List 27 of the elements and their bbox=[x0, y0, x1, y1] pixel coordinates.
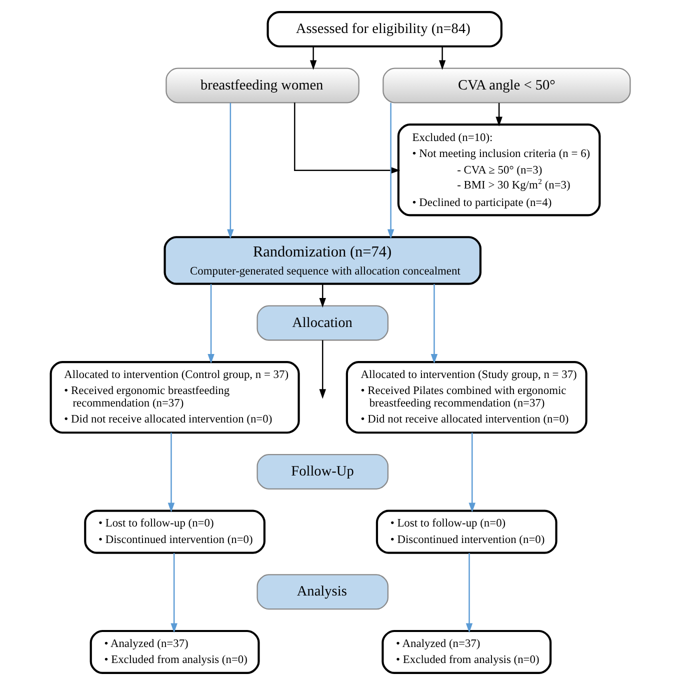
node-box: Excluded (n=10): • Not meeting inclusion criteria (n = 6) - CVA ≥ 50° (n=3) - BMI > 30 Kg/m$^{2}$ (n=3) • Declined to participate (n=4) bbox=[396, 124, 600, 216]
arrow bbox=[468, 432, 475, 512]
arrow bbox=[167, 432, 174, 512]
node-box: • Lost to follow-up (n=0) • Discontinued intervention (n=0) bbox=[375, 510, 557, 554]
node-box: CVA angle < 50° bbox=[382, 68, 630, 104]
node-box: Randomization (n=74) Computer-generated sequence with allocation concealment bbox=[163, 236, 481, 285]
node-box: • Lost to follow-up (n=0) • Discontinued intervention (n=0) bbox=[84, 510, 265, 554]
arrow bbox=[318, 284, 326, 308]
node-box: Allocation bbox=[256, 305, 388, 341]
node-box: breastfeeding women bbox=[165, 68, 359, 104]
node-box: Allocated to intervention (Control group, n = 37) • Received ergonomic breastfeeding recommendation (n=37) • Did not receive allocated intervention (n=0) bbox=[49, 361, 300, 434]
arrow bbox=[386, 102, 394, 239]
node-box: Assessed for eligibility (n=84) bbox=[266, 11, 502, 48]
arrow bbox=[318, 340, 326, 399]
arrow bbox=[309, 46, 316, 70]
node-box: Analysis bbox=[256, 574, 388, 610]
node-box: • Analyzed (n=37) • Excluded from analysis (n=0) bbox=[89, 630, 260, 674]
arrow bbox=[465, 553, 472, 633]
arrow bbox=[207, 284, 214, 364]
arrow bbox=[438, 46, 446, 70]
arrow bbox=[226, 102, 234, 239]
node-box: Allocated to intervention (Study group, n = 37) • Received Pilates combined with ergonomic breastfeeding recommendation (n=37) • Did not receive allocated intervention (n=0) bbox=[345, 361, 587, 434]
arrow bbox=[495, 102, 502, 126]
arrow bbox=[430, 284, 438, 364]
node-box: • Analyzed (n=37) • Excluded from analysis (n=0) bbox=[381, 630, 552, 674]
node-box: Follow-Up bbox=[256, 454, 388, 490]
arrow bbox=[170, 553, 177, 633]
